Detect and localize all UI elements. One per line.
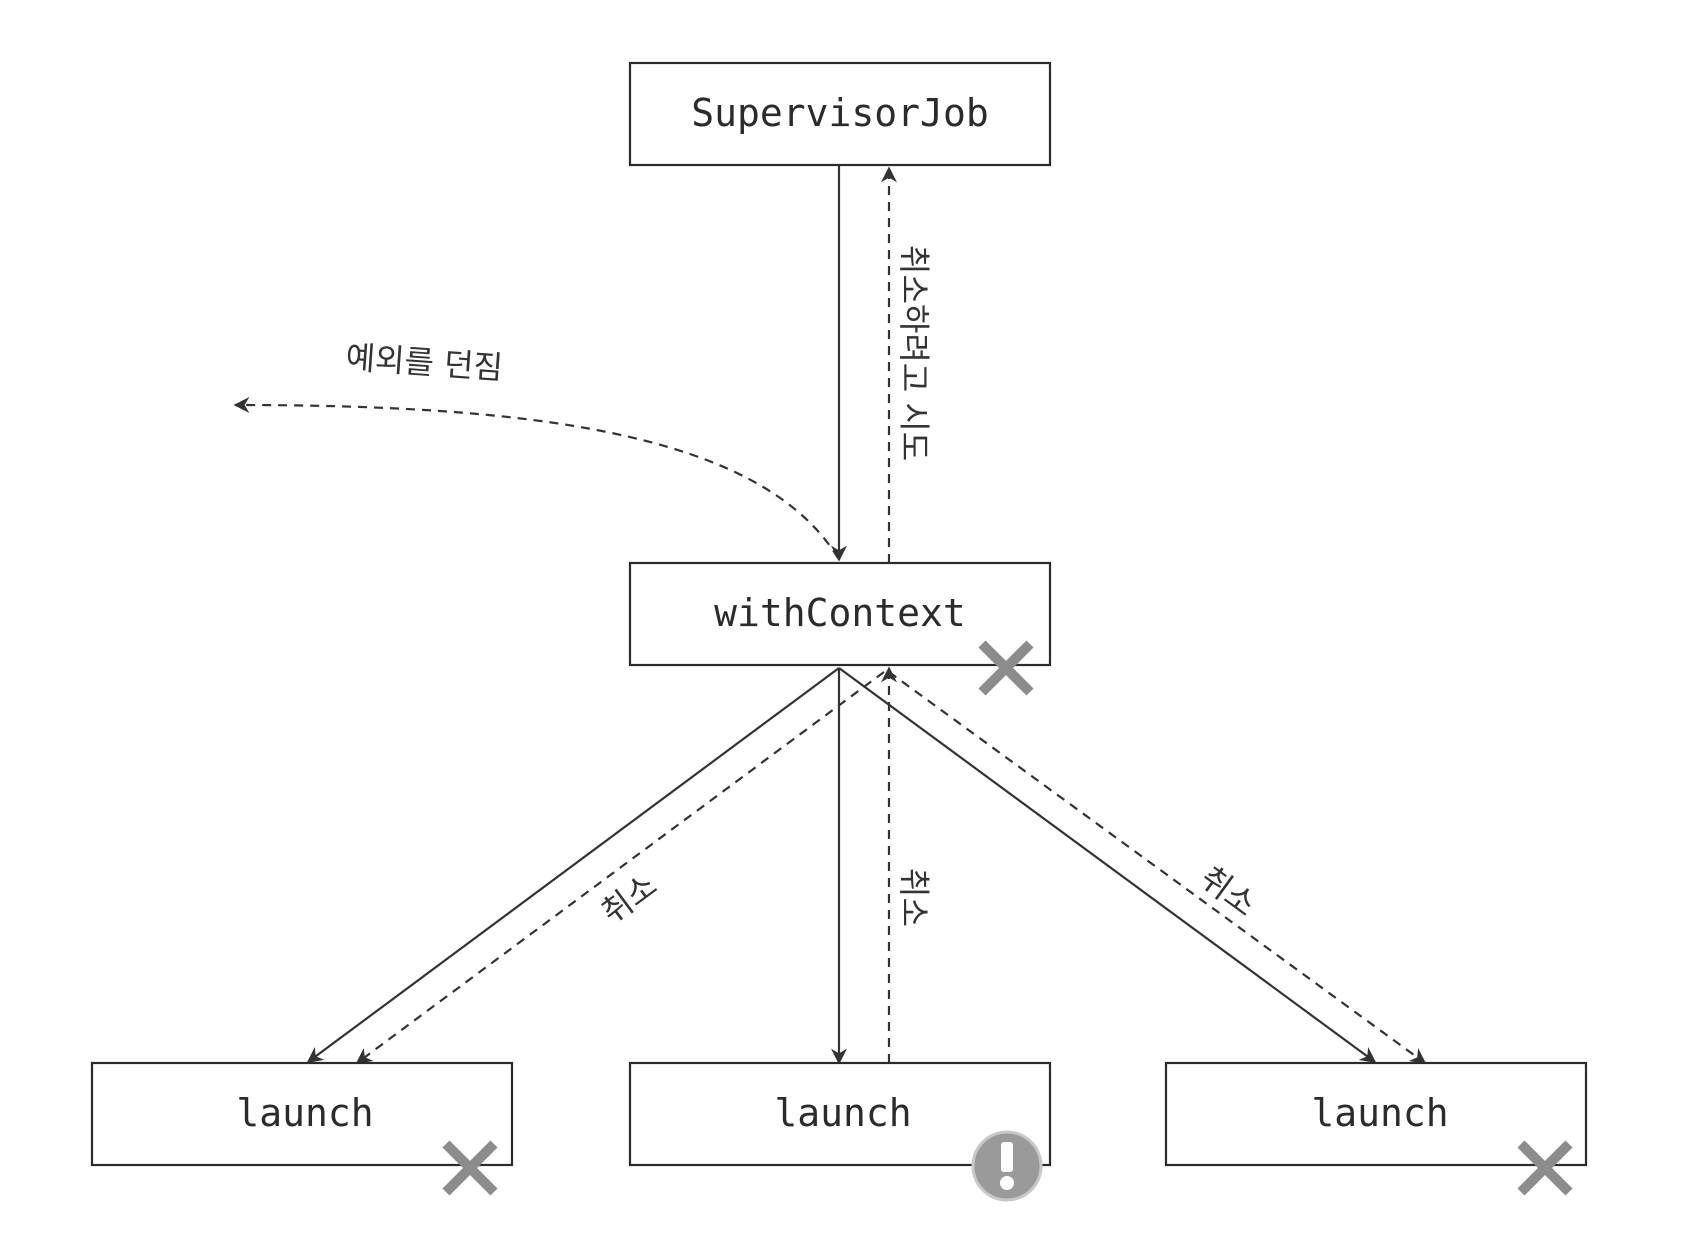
node-launch-left: launch — [90, 1061, 514, 1167]
edge-cancel-launch-right — [888, 671, 1427, 1064]
edge-cancel-launch-left — [355, 671, 885, 1064]
node-launch-middle-label: launch — [774, 1091, 911, 1135]
node-withcontext: withContext — [628, 561, 1052, 667]
x-icon — [442, 1140, 498, 1196]
node-launch-right: launch — [1164, 1061, 1588, 1167]
x-icon — [1517, 1140, 1573, 1196]
node-launch-left-label: launch — [236, 1091, 373, 1135]
node-supervisorjob-label: SupervisorJob — [691, 91, 988, 135]
label-cancel-left: 취소 — [594, 866, 664, 932]
label-throws-exception: 예외를 던짐 — [344, 338, 504, 387]
label-cancel-attempt: 취소하려고 시도 — [895, 245, 933, 461]
node-withcontext-label: withContext — [714, 591, 966, 635]
edge-exception-thrown — [233, 397, 839, 559]
node-launch-right-label: launch — [1311, 1091, 1448, 1135]
edge-withcontext-to-launch-left — [306, 667, 840, 1063]
label-cancel-right: 취소 — [1193, 859, 1263, 924]
node-supervisorjob: SupervisorJob — [628, 61, 1052, 167]
label-cancel-middle: 취소 — [895, 868, 933, 927]
exclamation-icon — [971, 1130, 1043, 1202]
edge-withcontext-to-launch-right — [838, 667, 1377, 1063]
x-icon — [978, 640, 1034, 696]
